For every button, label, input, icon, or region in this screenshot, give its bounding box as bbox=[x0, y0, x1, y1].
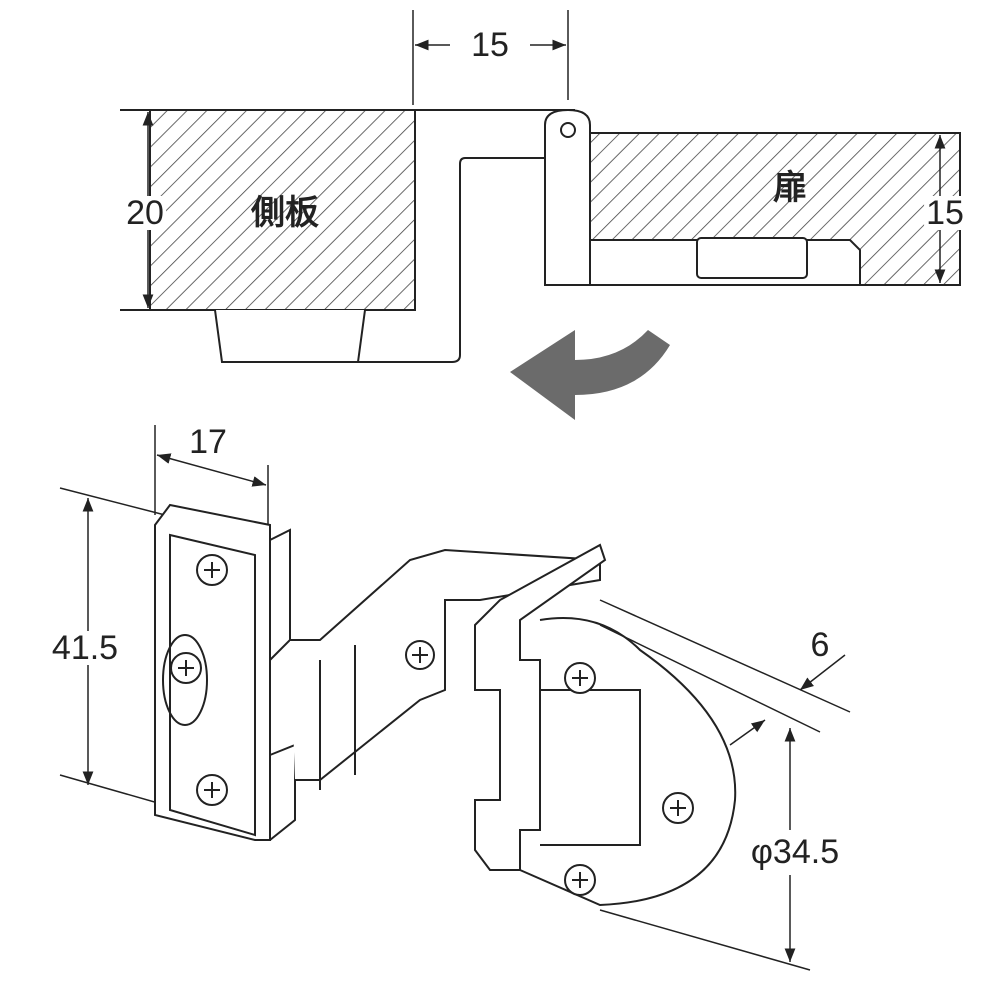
screw-icon bbox=[170, 652, 202, 684]
dim-right-label: 15 bbox=[924, 194, 966, 232]
side-panel-label: 側板 bbox=[251, 193, 319, 233]
cup-ring bbox=[519, 617, 737, 907]
dim-width-label: 17 bbox=[189, 423, 227, 461]
screw-icon bbox=[196, 774, 228, 806]
side-panel-section bbox=[149, 109, 416, 311]
screw-icon bbox=[196, 554, 228, 586]
screw-icon bbox=[564, 864, 596, 896]
base-foot bbox=[214, 309, 366, 363]
screw-icon bbox=[405, 640, 435, 670]
dim-top-label: 15 bbox=[469, 26, 511, 64]
screw-icon bbox=[564, 662, 596, 694]
hinge-cup bbox=[474, 543, 607, 871]
dim-left-label: 20 bbox=[124, 194, 166, 232]
hinge-arm-profile bbox=[358, 157, 545, 363]
dim-thickness-label: 6 bbox=[810, 626, 830, 664]
dim-diameter-label: φ34.5 bbox=[748, 833, 842, 871]
door-label: 扉 bbox=[773, 168, 807, 208]
dim-height-label: 41.5 bbox=[49, 629, 121, 667]
screw-icons bbox=[170, 554, 694, 896]
screw-icon bbox=[662, 792, 694, 824]
hinge-knuckle bbox=[544, 108, 591, 286]
rotation-arrow bbox=[510, 330, 670, 420]
